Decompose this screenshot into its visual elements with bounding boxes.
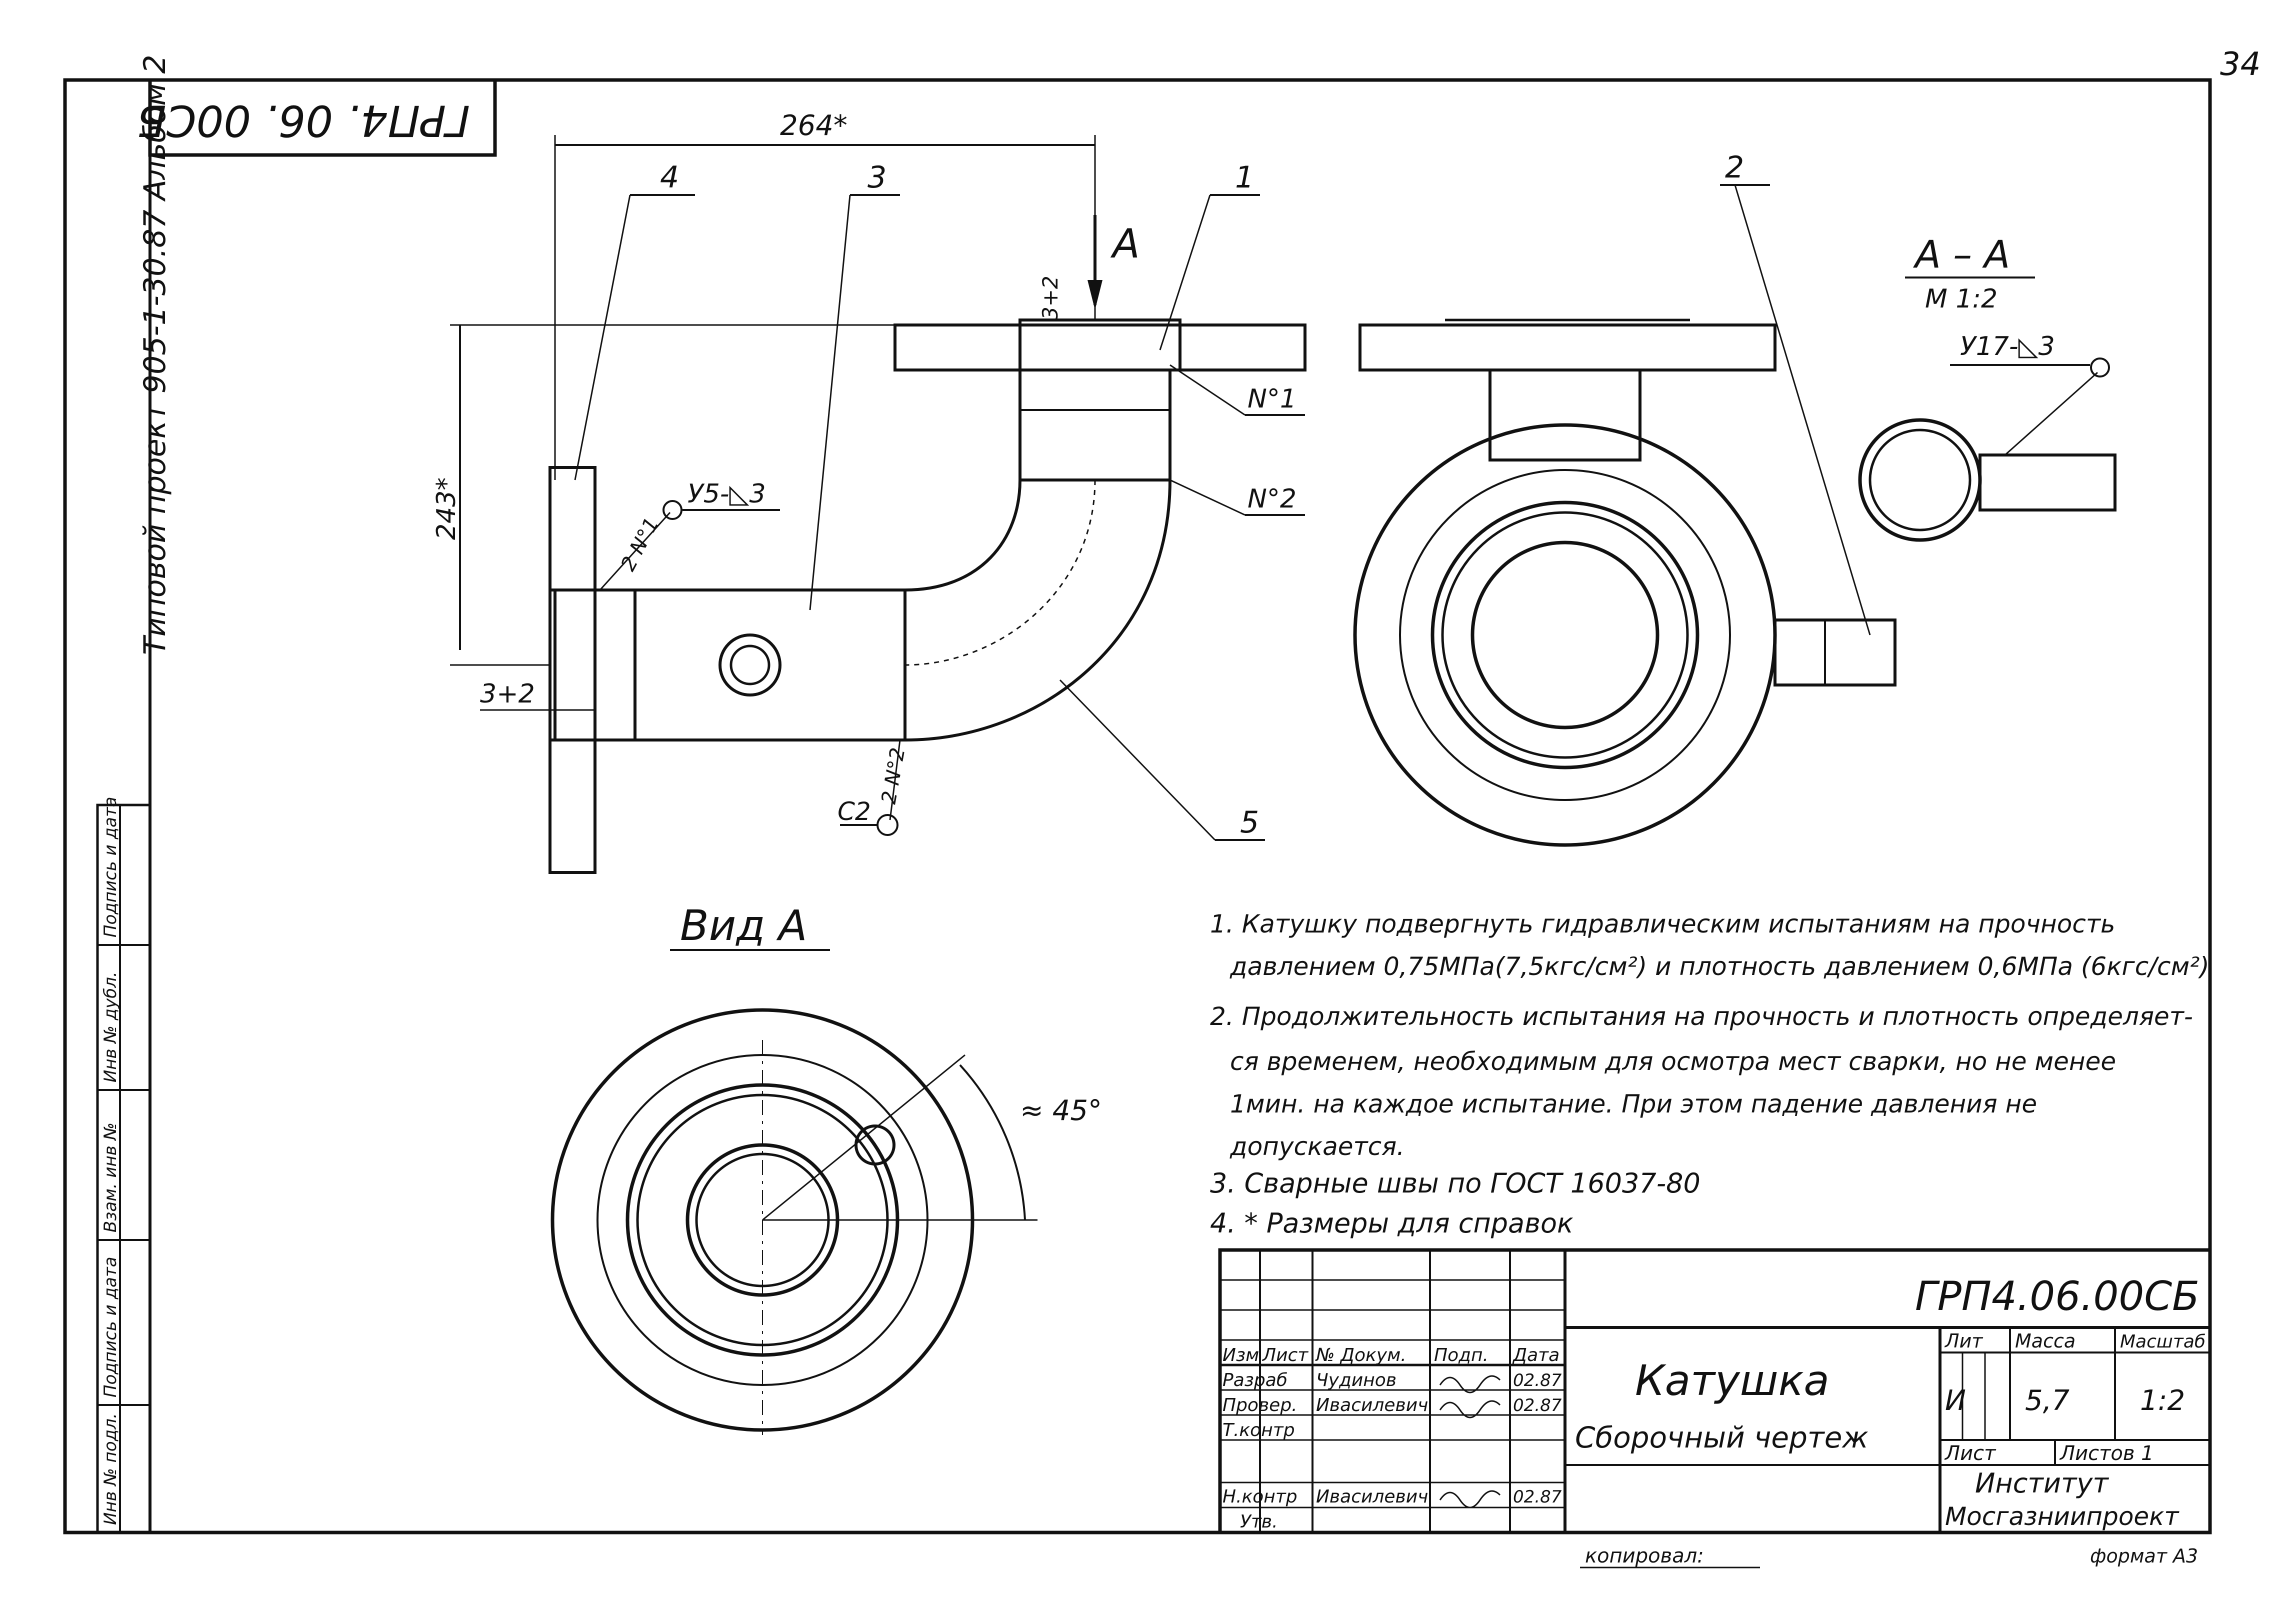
tb-date: 02.87 xyxy=(1513,1487,1562,1507)
rotated-code-box xyxy=(148,78,497,157)
tb-signer: Ивасилевич xyxy=(1316,1395,1428,1416)
tb-lit-label: Лит xyxy=(1944,1330,1984,1352)
copied-label: копировал: xyxy=(1585,1544,1704,1568)
tb-signer: Ивасилевич xyxy=(1316,1486,1428,1507)
callout-4: 4 xyxy=(574,160,695,480)
title-block: Изм Лист № Докум. Подп. Дата Разраб Чуди… xyxy=(1218,1248,2212,1534)
tb-org-line1: Институт xyxy=(1975,1468,2109,1499)
weld-symbol-lower: С2 2 N°2 xyxy=(838,740,910,836)
side-col-label: Подпись и дата xyxy=(100,1256,120,1398)
view-a-title: Вид А xyxy=(680,901,807,950)
svg-text:2 N°1: 2 N°1 xyxy=(616,514,664,575)
callout-3: 3 xyxy=(809,160,900,610)
project-label: Типовой проект 905-1-30.87 Альбом 2 xyxy=(138,54,172,655)
front-view: 264* А 3+2 243* 3+2 1 2 3 xyxy=(432,110,1871,874)
tb-code: ГРП4.06.00СБ xyxy=(1915,1273,2200,1320)
dim-height: 243* xyxy=(432,478,462,540)
side-col-label: Инв № дубл. xyxy=(100,972,120,1082)
tb-scale-value: 1:2 xyxy=(2140,1384,2185,1417)
tb-role: Утв. xyxy=(1240,1512,1278,1532)
side-stamp: ГРП4. 06. 00СБ Типовой проект 905-1-30.8… xyxy=(96,54,497,1534)
tb-role: Провер. xyxy=(1222,1395,1298,1416)
callout-5: 5 xyxy=(1059,679,1265,841)
tb-role: Н.контр xyxy=(1222,1486,1298,1507)
page-number: 34 xyxy=(2220,46,2260,83)
tb-header: Лист xyxy=(1262,1345,1308,1366)
svg-text:N°1: N°1 xyxy=(1248,384,1296,414)
tb-lit-value: И xyxy=(1945,1384,1966,1417)
tb-sheets-label: Листов 1 xyxy=(2059,1442,2154,1465)
dim-3-2-left: 3+2 xyxy=(480,679,535,709)
sheet-frame xyxy=(63,78,2212,1534)
svg-text:N°2: N°2 xyxy=(1248,484,1296,514)
weld-mark-1: N°1 xyxy=(1170,364,1305,416)
side-col-label: Подпись и дата xyxy=(100,796,120,938)
note-line: допускается. xyxy=(1230,1132,1404,1161)
weld-mark-2: N°2 xyxy=(1170,479,1305,516)
svg-text:У5-◺3: У5-◺3 xyxy=(688,479,766,509)
tb-signer: Чудинов xyxy=(1316,1370,1396,1390)
note-line: давлением 0,75МПа(7,5кгс/см²) и плотност… xyxy=(1230,952,2210,981)
section-title: А – А xyxy=(1912,232,2010,276)
tb-scale-label: Масштаб xyxy=(2120,1332,2206,1352)
tb-org-line2: Мосгазниипроект xyxy=(1945,1502,2180,1531)
tb-header: Дата xyxy=(1512,1345,1560,1366)
section-scale: М 1:2 xyxy=(1925,284,1998,314)
signature xyxy=(1439,1490,1501,1508)
tb-name: Катушка xyxy=(1635,1356,1830,1405)
note-line: 1мин. на каждое испытание. При этом паде… xyxy=(1230,1090,2037,1118)
weld-symbol-upper: У5-◺3 2 N°1 xyxy=(599,479,780,591)
tb-date: 02.87 xyxy=(1513,1396,1562,1416)
tb-doc-type: Сборочный чертеж xyxy=(1575,1420,1868,1454)
callout-2: 2 xyxy=(1720,150,1871,636)
note-line: 2. Продолжительность испытания на прочно… xyxy=(1210,1002,2193,1031)
svg-text:3: 3 xyxy=(868,160,886,195)
svg-text:1: 1 xyxy=(1235,160,1254,195)
dim-width: 264* xyxy=(780,110,848,142)
callout-1: 1 xyxy=(1159,160,1260,350)
note-line: ся временем, необходимым для осмотра мес… xyxy=(1230,1047,2116,1076)
tb-header: Подп. xyxy=(1434,1345,1488,1366)
tb-role: Разраб xyxy=(1222,1370,1288,1390)
view-a: Вид А ≈ 45° xyxy=(550,901,1102,1435)
note-line: 1. Катушку подвергнуть гидравлическим ис… xyxy=(1210,910,2115,938)
view-arrow-label: А xyxy=(1110,220,1140,267)
rotated-code: ГРП4. 06. 00СБ xyxy=(137,96,470,146)
svg-text:2 N°2: 2 N°2 xyxy=(878,746,910,806)
tb-date: 02.87 xyxy=(1513,1370,1562,1390)
side-col-label: Взам. инв № xyxy=(100,1122,120,1232)
note-line: 3. Сварные швы по ГОСТ 16037-80 xyxy=(1210,1168,1700,1199)
tb-mass-label: Масса xyxy=(2015,1330,2076,1352)
side-view xyxy=(1353,318,1896,847)
tb-mass-value: 5,7 xyxy=(2025,1384,2070,1417)
svg-text:5: 5 xyxy=(1240,805,1259,840)
signature xyxy=(1439,1400,1501,1418)
section-weld: У17-◺3 xyxy=(1960,332,2055,362)
side-col-label: Инв № подл. xyxy=(100,1413,120,1525)
note-line: 4. * Размеры для справок xyxy=(1210,1208,1574,1239)
signature xyxy=(1439,1375,1501,1394)
svg-text:2: 2 xyxy=(1725,150,1744,185)
tb-role: Т.контр xyxy=(1222,1420,1295,1440)
section-a-a: А – А М 1:2 У17-◺3 xyxy=(1858,232,2116,542)
side-columns-box xyxy=(96,804,152,1534)
tb-sheet-label: Лист xyxy=(1944,1442,1996,1465)
svg-text:С2: С2 xyxy=(838,797,871,826)
svg-text:4: 4 xyxy=(660,160,679,195)
dim-3-2-top: 3+2 xyxy=(1038,276,1062,320)
format-label: формат А3 xyxy=(2090,1545,2198,1567)
notes: 1. Катушку подвергнуть гидравлическим ис… xyxy=(1210,910,2210,1239)
angle-label: ≈ 45° xyxy=(1020,1094,1102,1127)
tb-header: № Докум. xyxy=(1315,1345,1406,1366)
tb-header: Изм xyxy=(1222,1345,1259,1366)
